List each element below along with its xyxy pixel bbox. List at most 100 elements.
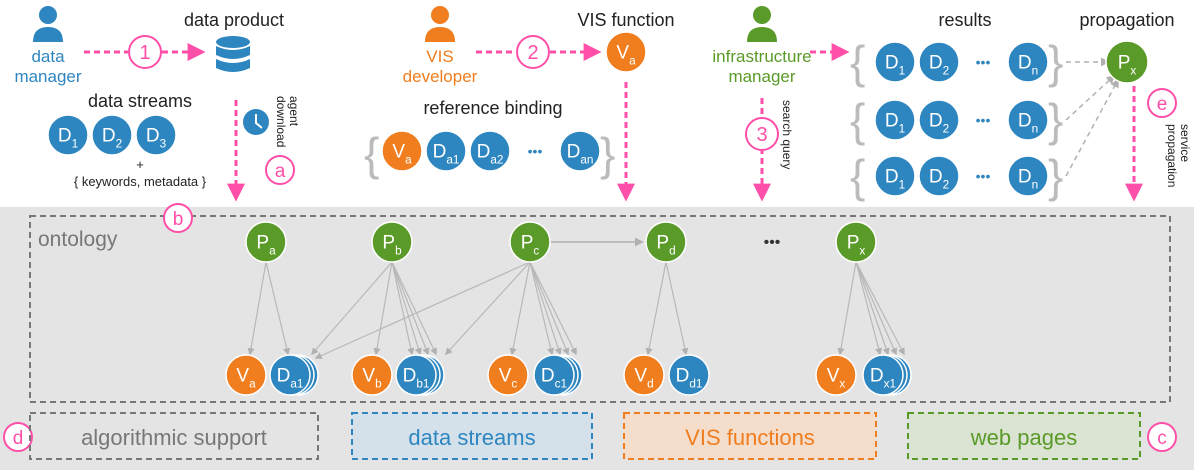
vis-functions-box (623, 412, 877, 460)
vis-leaf-vb: Vb (351, 354, 393, 396)
data-streams-box (351, 412, 593, 460)
results-brace-right: } (1048, 94, 1063, 146)
ontology-node-pa: Pa (245, 221, 287, 263)
svg-text:Pa: Pa (256, 233, 276, 258)
vis-leaf-vc: Vc (487, 354, 529, 396)
data-leaf-da1-front: Da1 (269, 354, 311, 396)
svg-text:Vc: Vc (499, 366, 518, 391)
svg-text:Px: Px (847, 233, 866, 258)
algorithmic-support-label: algorithmic support (81, 425, 267, 450)
svg-text:D2: D2 (929, 53, 949, 78)
results-brace-right: } (1048, 150, 1063, 202)
stream-node-d1: D1 (47, 114, 89, 156)
svg-text:Va: Va (236, 366, 256, 391)
svg-text:Dn: Dn (1018, 167, 1038, 192)
svg-text:Vb: Vb (362, 366, 382, 391)
stream-node-d3: D3 (135, 114, 177, 156)
result-node-2-dn: Dn (1007, 155, 1049, 197)
ontology-edges (247, 261, 905, 359)
ontology-ellipsis: ••• (764, 234, 781, 251)
binding-brace-left: { (364, 128, 379, 180)
svg-text:Dx1: Dx1 (870, 366, 896, 391)
svg-text:Dd1: Dd1 (676, 366, 703, 391)
propagation-feed-arrows (1065, 57, 1119, 177)
result-node-1-d2: D2 (918, 99, 960, 141)
svg-text:D1: D1 (885, 167, 905, 192)
data-leaf-dd1: Dd1 (668, 354, 710, 396)
result-node-2-d1: D1 (874, 155, 916, 197)
data-leaf-db1: Db1 (395, 354, 445, 396)
step-d-label: d (13, 428, 24, 449)
svg-text:Dan: Dan (567, 142, 594, 167)
binding-node-da2: Da2 (469, 130, 511, 172)
result-node-0-d1: D1 (874, 41, 916, 83)
step-c-label: c (1157, 428, 1167, 449)
vis-developer-person-icon (425, 6, 455, 42)
svg-text:Vd: Vd (634, 366, 653, 391)
data-leaf-da1: Da1 (269, 354, 319, 396)
propagation-title: propagation (1079, 10, 1174, 30)
plus-sign: + (136, 157, 144, 172)
results-brace-right: } (1048, 36, 1063, 88)
step-e-label: e (1157, 94, 1168, 115)
svg-text:Da1: Da1 (433, 142, 460, 167)
svg-text:D2: D2 (929, 111, 949, 136)
ontology-box (29, 215, 1171, 403)
results-ellipsis: ••• (976, 168, 991, 184)
binding-node-dan: Dan (559, 130, 601, 172)
stream-node-d2: D2 (91, 114, 133, 156)
step-d-badge (3, 422, 33, 452)
keywords-metadata: { keywords, metadata } (74, 174, 207, 189)
data-leaf-db1-front: Db1 (395, 354, 437, 396)
data-streams-bottom-label: data streams (408, 425, 535, 450)
svg-text:Px: Px (1118, 53, 1137, 78)
results-ellipsis: ••• (976, 112, 991, 128)
data-manager-person-icon (33, 6, 63, 42)
reference-binding-title: reference binding (423, 98, 562, 118)
svg-text:D1: D1 (885, 53, 905, 78)
vis-leaf-vx: Vx (815, 354, 857, 396)
step-2-badge (516, 35, 550, 69)
results-brace-left: { (850, 94, 865, 146)
clock-icon (243, 109, 269, 135)
ontology-label: ontology (38, 228, 118, 251)
ontology-leaves: Va Vb Vc Vd Vx Da1 Db1 Dc1 Dd1 Dx1 (225, 354, 912, 396)
svg-text:Dn: Dn (1018, 111, 1038, 136)
svg-text:Pd: Pd (656, 233, 675, 258)
step-b-label: b (173, 209, 184, 230)
results-ellipsis: ••• (976, 54, 991, 70)
step-1-label: 1 (139, 42, 150, 64)
step-e-badge (1147, 88, 1177, 118)
ontology-node-pb: Pb (371, 221, 413, 263)
step-1-badge (128, 35, 162, 69)
ontology-node-pd: Pd (645, 221, 687, 263)
step-3-label: 3 (756, 124, 767, 146)
results-brace-left: { (850, 36, 865, 88)
svg-text:Da1: Da1 (277, 366, 304, 391)
svg-text:Pc: Pc (521, 233, 540, 258)
web-pages-label: web pages (970, 425, 1077, 450)
infrastructure-manager-person-icon (747, 6, 777, 42)
database-icon (216, 36, 250, 72)
svg-text:Va: Va (616, 43, 636, 68)
step-b-badge (163, 203, 193, 233)
vis-leaf-va: Va (225, 354, 267, 396)
px-node-top: Px (1105, 40, 1149, 84)
step-2-label: 2 (527, 42, 538, 64)
svg-text:D1: D1 (58, 126, 78, 151)
data-leaf-dc1-front: Dc1 (533, 354, 575, 396)
algorithmic-support-box (29, 412, 319, 460)
propagation-node: Px (1105, 40, 1149, 84)
vis-function-node: Va (605, 31, 647, 73)
binding-node-da1: Da1 (425, 130, 467, 172)
result-node-1-d1: D1 (874, 99, 916, 141)
result-node-2-d2: D2 (918, 155, 960, 197)
step-c-badge (1147, 422, 1177, 452)
